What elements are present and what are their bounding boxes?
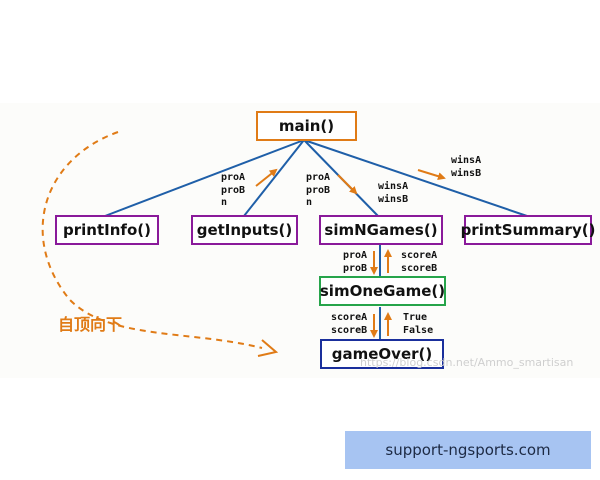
arrow-simngames-params	[337, 174, 358, 195]
node-printinfo: printInfo()	[55, 215, 159, 245]
label-printsummary-params: winsA winsB	[451, 155, 482, 179]
node-printsummary: printSummary()	[461, 215, 595, 245]
node-gameover: gameOver()	[320, 339, 444, 369]
watermark-text: https://blog.csdn.net/Ammo_smartisan	[360, 356, 574, 369]
edge-main-printsummary	[303, 139, 528, 217]
label-gameover-params: scoreA scoreB	[331, 312, 368, 336]
topdown-annotation: 自顶向下	[58, 315, 123, 334]
arrow-getinputs-return	[255, 168, 278, 187]
topdown-dashed-arrow	[41, 131, 263, 349]
label-simngames-returns: winsA winsB	[378, 181, 409, 205]
edge-main-printinfo	[104, 139, 305, 217]
site-banner[interactable]: support-ngsports.com	[345, 431, 591, 469]
label-simonegame-params: proA proB	[343, 250, 368, 274]
label-getinputs-returns: proA proB n	[221, 172, 246, 208]
label-simngames-params: proA proB n	[306, 172, 331, 208]
label-simonegame-returns: scoreA scoreB	[401, 250, 438, 274]
topdown-arrowhead-icon	[257, 339, 279, 357]
label-gameover-returns: True False	[403, 312, 434, 336]
site-banner-text: support-ngsports.com	[385, 441, 551, 459]
edge-main-getinputs	[243, 139, 305, 217]
node-simonegame: simOneGame()	[319, 276, 446, 306]
node-getinputs: getInputs()	[191, 215, 298, 245]
node-simngames: simNGames()	[319, 215, 443, 245]
node-main: main()	[256, 111, 357, 141]
arrow-printsummary-params	[417, 169, 446, 181]
